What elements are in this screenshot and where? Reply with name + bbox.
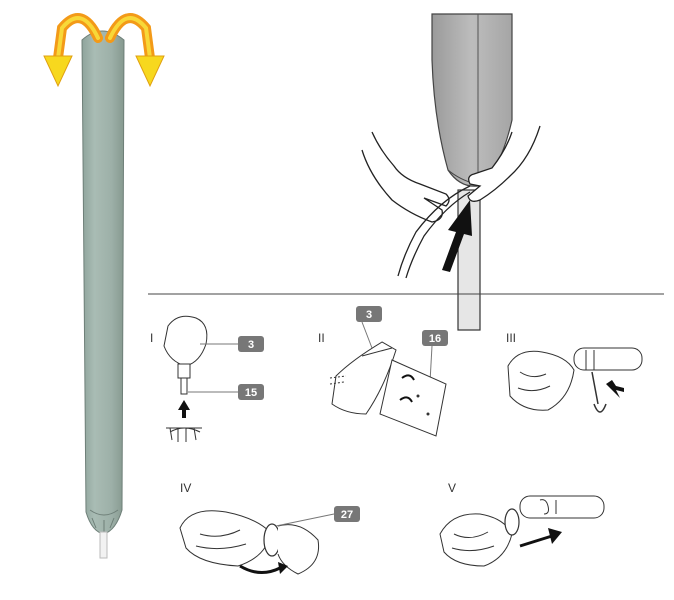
step-3: III bbox=[506, 331, 643, 413]
part-number: 3 bbox=[248, 339, 254, 351]
base-bracket bbox=[166, 427, 202, 442]
insert-up-arrow-icon bbox=[178, 400, 190, 418]
screwdriver-icon bbox=[591, 371, 607, 413]
flip-cover-arrows bbox=[43, 13, 165, 88]
covered-dryer-illustration bbox=[81, 30, 125, 559]
part-badge bbox=[238, 384, 264, 400]
dryer-pole-base bbox=[99, 531, 108, 559]
folded-umbrella-bag bbox=[439, 513, 513, 567]
left-hand bbox=[361, 131, 450, 223]
arrow-down-right-icon bbox=[135, 55, 165, 88]
step-numeral: I bbox=[150, 331, 153, 345]
gathered-cover bbox=[507, 350, 575, 411]
umbrella-top-part bbox=[163, 315, 208, 367]
step-1: I 3 15 bbox=[150, 315, 264, 442]
part-number: 16 bbox=[429, 333, 441, 345]
rotate-arrow-icon bbox=[239, 564, 281, 574]
step-4: IV 27 bbox=[179, 481, 360, 575]
right-hand bbox=[467, 125, 541, 202]
part-number: 15 bbox=[245, 387, 257, 399]
cover-ring bbox=[504, 508, 520, 536]
step-numeral: II bbox=[318, 331, 325, 345]
step-numeral: IV bbox=[180, 481, 191, 495]
arrow-up-left-icon bbox=[606, 380, 624, 398]
step-numeral: III bbox=[506, 331, 516, 345]
drawstring-cord bbox=[397, 185, 471, 277]
cover-fabric bbox=[331, 341, 397, 415]
bracket-plate bbox=[379, 359, 447, 437]
cover-ring bbox=[263, 523, 281, 557]
arrow-down-left-icon bbox=[43, 55, 73, 88]
folded-umbrella-bag bbox=[179, 510, 271, 567]
pole-tube bbox=[573, 347, 643, 371]
part-badge bbox=[422, 330, 448, 346]
pole-tube bbox=[519, 495, 605, 519]
step-numeral: V bbox=[448, 481, 456, 495]
part-number: 27 bbox=[341, 509, 353, 521]
tie-drawstring-illustration bbox=[361, 13, 541, 331]
step-5: V bbox=[439, 481, 605, 567]
clip-arrow-icon bbox=[401, 374, 415, 381]
push-up-arrow-icon bbox=[442, 200, 472, 272]
hub-part bbox=[177, 363, 191, 379]
part-badge bbox=[238, 336, 264, 352]
part-badge bbox=[356, 306, 382, 322]
part-number: 3 bbox=[366, 309, 372, 321]
step-2: II 3 16 bbox=[318, 306, 448, 437]
pull-arrow-icon bbox=[519, 534, 553, 548]
protective-cover bbox=[81, 30, 125, 535]
part-badge bbox=[334, 506, 360, 522]
